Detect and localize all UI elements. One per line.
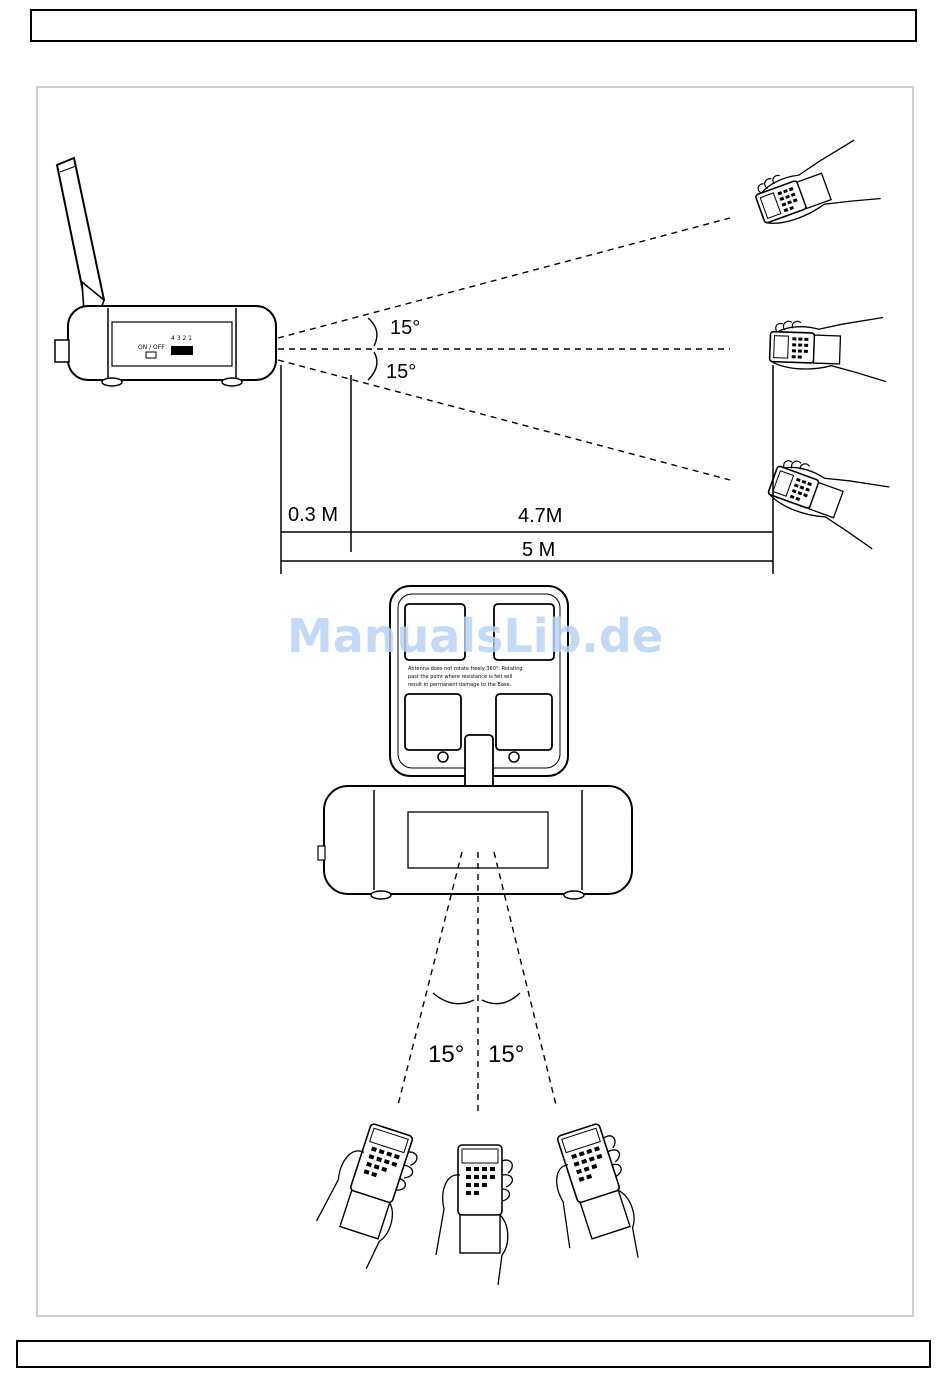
remote-in-hand-icon [749,138,881,238]
distance-near-label: 0.3 M [288,504,338,526]
remote-in-hand-icon [307,1116,423,1273]
distance-far-label: 4.7M [518,505,562,527]
antenna-notice-line2: past the point where resistance is felt … [408,674,512,680]
angle-label-right: 15° [488,1041,524,1068]
antenna-notice-line3: result in permanent damage to the Base. [408,682,512,688]
angle-label-upper: 15° [390,317,420,339]
base-unit-side-view: ON / OFF 4 3 2 1 [55,158,276,386]
angle-label-left: 15° [428,1041,464,1068]
antenna-notice-line1: Antenna does not rotate freely 360°. Rot… [408,666,523,672]
watermark-text: ManualsLib.de [287,609,663,663]
angle-label-lower: 15° [386,361,416,383]
switch-label: ON / OFF [138,344,165,351]
remote-in-hand-icon [536,1120,652,1277]
remote-in-hand-icon [762,449,894,549]
distance-total-label: 5 M [522,539,555,561]
coverage-lines-side [278,218,730,480]
channel-digits: 4 3 2 1 [171,335,192,342]
remote-in-hand-icon [769,314,888,382]
remote-in-hand-icon [436,1145,512,1285]
antenna-icon [57,158,104,312]
angle-arcs-top [433,993,520,1004]
